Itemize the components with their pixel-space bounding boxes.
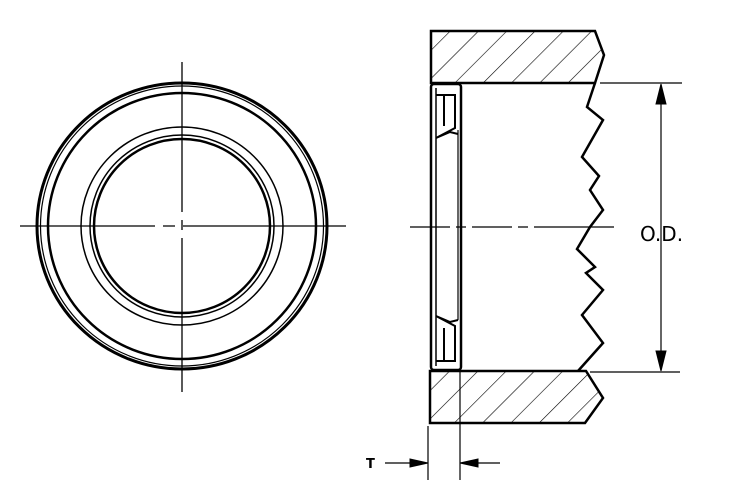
arrow-up-icon (655, 83, 667, 105)
arrow-right-icon (409, 458, 429, 468)
housing-bottom-section (428, 369, 605, 425)
section-view (410, 29, 615, 425)
seal-lip-bottom (435, 315, 459, 362)
arrow-left-icon (459, 458, 479, 468)
seal-lip-top (435, 94, 459, 139)
thickness-dimension (385, 372, 500, 480)
od-label: O.D. (640, 222, 683, 246)
od-dimension (590, 82, 682, 373)
arrow-down-icon (655, 350, 667, 372)
housing-top-section (429, 29, 606, 85)
thickness-label: T (366, 457, 375, 472)
front-view (20, 62, 346, 392)
